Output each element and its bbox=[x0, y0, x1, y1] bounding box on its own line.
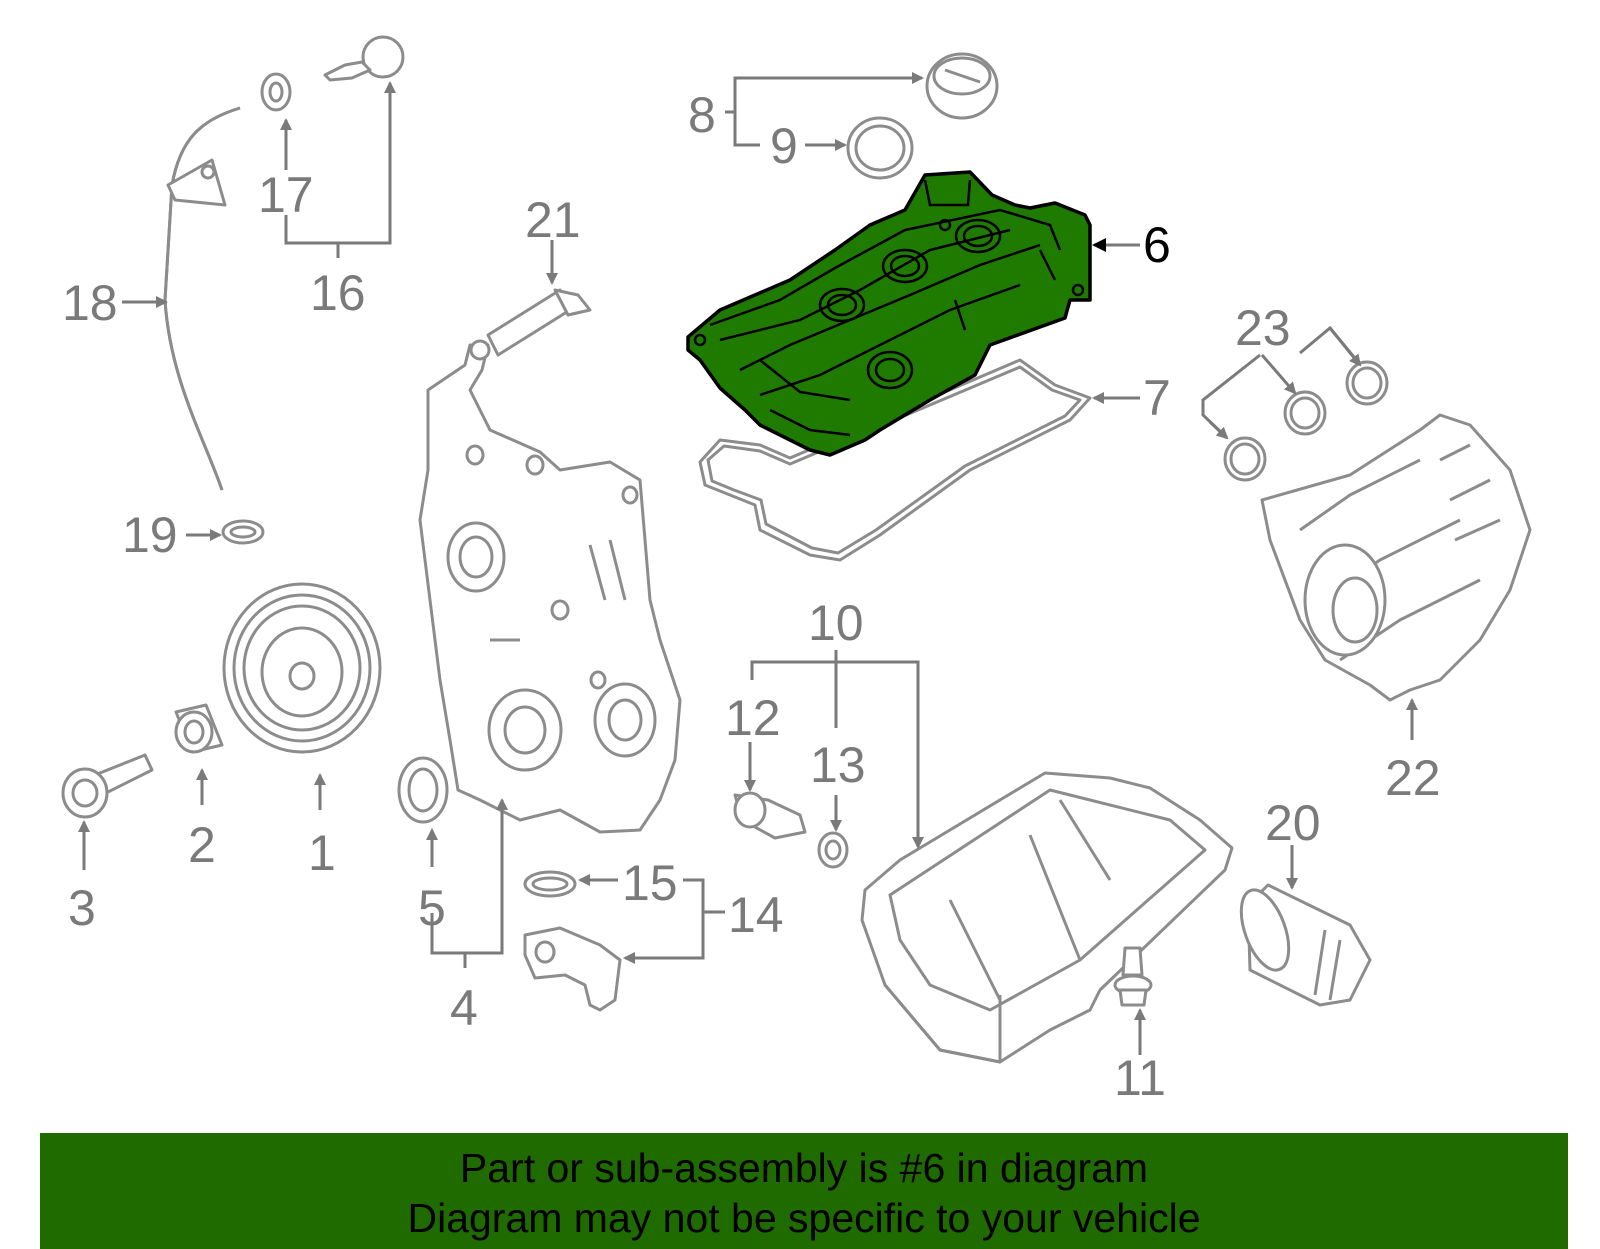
dipstick-tube[interactable] bbox=[163, 106, 241, 491]
label-11[interactable]: 11 bbox=[1114, 1050, 1166, 1106]
label-8[interactable]: 8 bbox=[688, 87, 716, 143]
label-18[interactable]: 18 bbox=[62, 275, 118, 331]
sealant-tube[interactable] bbox=[469, 288, 592, 361]
dipstick[interactable] bbox=[323, 35, 405, 82]
banner-line-1: Part or sub-assembly is #6 in diagram bbox=[459, 1145, 1149, 1191]
label-16[interactable]: 16 bbox=[310, 265, 366, 321]
label-1[interactable]: 1 bbox=[308, 825, 336, 881]
intake-gaskets[interactable] bbox=[1223, 360, 1389, 482]
label-21[interactable]: 21 bbox=[525, 192, 581, 248]
valve-cover-gasket[interactable] bbox=[698, 358, 1092, 562]
label-3[interactable]: 3 bbox=[68, 880, 96, 936]
info-banner: Part or sub-assembly is #6 in diagram Di… bbox=[40, 1133, 1568, 1249]
label-12[interactable]: 12 bbox=[725, 690, 781, 746]
label-7[interactable]: 7 bbox=[1143, 370, 1171, 426]
label-19[interactable]: 19 bbox=[122, 507, 178, 563]
spacer-2[interactable] bbox=[174, 703, 224, 754]
label-10[interactable]: 10 bbox=[808, 595, 864, 651]
label-2[interactable]: 2 bbox=[188, 817, 216, 873]
crankshaft-pulley[interactable] bbox=[222, 582, 382, 754]
label-20[interactable]: 20 bbox=[1265, 795, 1321, 851]
intake-manifold[interactable] bbox=[1260, 413, 1532, 702]
cap-seal-9[interactable] bbox=[846, 116, 914, 180]
leader-lines bbox=[78, 72, 1418, 1055]
washer-13[interactable] bbox=[817, 831, 849, 869]
label-17[interactable]: 17 bbox=[258, 167, 314, 223]
label-6[interactable]: 6 bbox=[1143, 217, 1171, 273]
oil-filler-cap[interactable] bbox=[925, 52, 999, 120]
o-ring-15[interactable] bbox=[523, 870, 577, 898]
label-14[interactable]: 14 bbox=[728, 887, 784, 943]
pulley-bolt[interactable] bbox=[61, 753, 154, 819]
label-4[interactable]: 4 bbox=[450, 980, 478, 1036]
label-15[interactable]: 15 bbox=[622, 855, 678, 911]
label-23[interactable]: 23 bbox=[1235, 300, 1291, 356]
banner-line-2: Diagram may not be specific to your vehi… bbox=[407, 1195, 1201, 1241]
label-22[interactable]: 22 bbox=[1385, 750, 1441, 806]
callout-labels: 18 17 16 19 21 8 9 6 7 23 22 10 12 13 20… bbox=[62, 87, 1441, 1106]
label-9[interactable]: 9 bbox=[770, 118, 798, 174]
seal-ring-17[interactable] bbox=[260, 72, 292, 112]
o-ring-19[interactable] bbox=[221, 519, 265, 545]
oil-pressure-switch[interactable] bbox=[733, 791, 807, 840]
valve-cover[interactable] bbox=[686, 170, 1092, 457]
oil-pan[interactable] bbox=[860, 771, 1234, 1064]
label-13[interactable]: 13 bbox=[810, 737, 866, 793]
front-seal[interactable] bbox=[397, 756, 449, 824]
timing-cover[interactable] bbox=[418, 343, 682, 834]
label-5[interactable]: 5 bbox=[418, 880, 446, 936]
oil-filter[interactable] bbox=[1232, 883, 1372, 1007]
camshaft-sensor[interactable] bbox=[523, 926, 622, 1012]
drain-plug[interactable] bbox=[1113, 946, 1153, 1007]
